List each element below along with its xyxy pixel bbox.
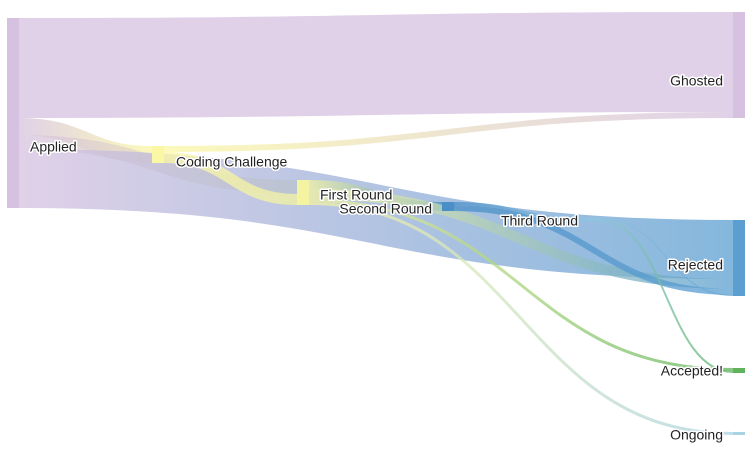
node-ghosted[interactable]	[733, 12, 745, 118]
node-label-first: First Round	[320, 187, 392, 203]
node-coding[interactable]	[152, 146, 164, 163]
node-accepted[interactable]	[733, 368, 745, 373]
node-applied[interactable]	[7, 18, 19, 208]
node-label-ghosted: Ghosted	[670, 73, 723, 89]
link-third-to-rejected[interactable]	[598, 218, 734, 296]
node-label-ongoing: Ongoing	[670, 427, 723, 443]
nodes-layer	[7, 12, 745, 435]
node-rejected[interactable]	[733, 220, 745, 296]
node-label-accepted: Accepted!	[661, 363, 723, 379]
link-coding-to-first[interactable]	[163, 152, 298, 205]
node-second[interactable]	[442, 202, 454, 211]
node-ongoing[interactable]	[733, 432, 745, 435]
link-second-to-rejected[interactable]	[453, 205, 734, 295]
node-third[interactable]	[587, 218, 599, 221]
link-first-to-accepted[interactable]	[308, 199, 734, 371]
link-coding-to-ghosted[interactable]	[163, 112, 734, 152]
link-third-to-accepted[interactable]	[598, 219, 734, 373]
links-layer	[18, 12, 734, 435]
node-label-coding: Coding Challenge	[176, 154, 288, 170]
node-label-rejected: Rejected	[668, 257, 723, 273]
node-first[interactable]	[297, 180, 309, 205]
node-label-applied: Applied	[30, 139, 77, 155]
node-label-third: Third Round	[501, 213, 578, 229]
link-first-to-ongoing[interactable]	[308, 202, 734, 435]
node-label-second: Second Round	[339, 201, 432, 217]
link-applied-to-ghosted[interactable]	[18, 12, 734, 118]
link-second-to-third[interactable]	[453, 202, 588, 221]
